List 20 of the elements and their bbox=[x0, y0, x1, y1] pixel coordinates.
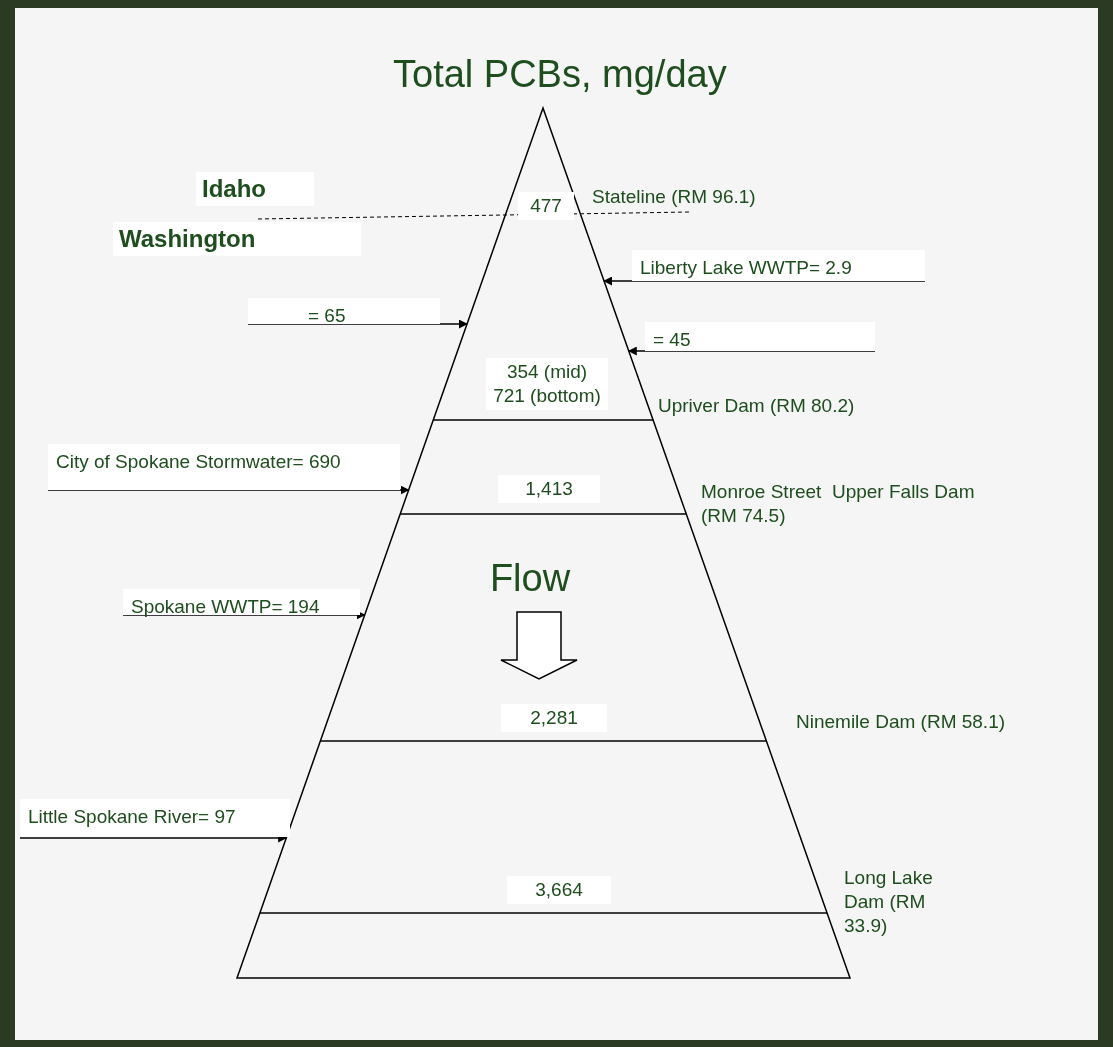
flow-label: Flow bbox=[488, 556, 572, 601]
load-value: 3,664 bbox=[507, 876, 611, 904]
source-label: Liberty Lake WWTP= 2.9 bbox=[632, 250, 925, 281]
source-label: Little Spokane River= 97 bbox=[20, 799, 290, 837]
station-label: Upriver Dam (RM 80.2) bbox=[657, 394, 856, 418]
region-label: Idaho bbox=[196, 172, 314, 206]
region-label: Washington bbox=[113, 222, 361, 256]
station-label: Ninemile Dam (RM 58.1) bbox=[795, 710, 1007, 734]
source-label: Spokane WWTP= 194 bbox=[123, 589, 360, 615]
station-label: Monroe Street Upper Falls Dam (RM 74.5) bbox=[700, 480, 976, 528]
source-label: City of Spokane Stormwater= 690 bbox=[48, 444, 400, 490]
source-label: = 45 bbox=[645, 322, 875, 351]
title: Total PCBs, mg/day bbox=[393, 52, 727, 96]
station-label: Long Lake Dam (RM 33.9) bbox=[843, 866, 934, 938]
load-value: 477 bbox=[518, 192, 574, 220]
station-label: Stateline (RM 96.1) bbox=[591, 185, 757, 209]
load-value: 1,413 bbox=[498, 475, 600, 503]
load-value: 2,281 bbox=[501, 704, 607, 732]
source-label: = 65 bbox=[248, 298, 440, 324]
load-value: 354 (mid) 721 (bottom) bbox=[486, 358, 608, 410]
